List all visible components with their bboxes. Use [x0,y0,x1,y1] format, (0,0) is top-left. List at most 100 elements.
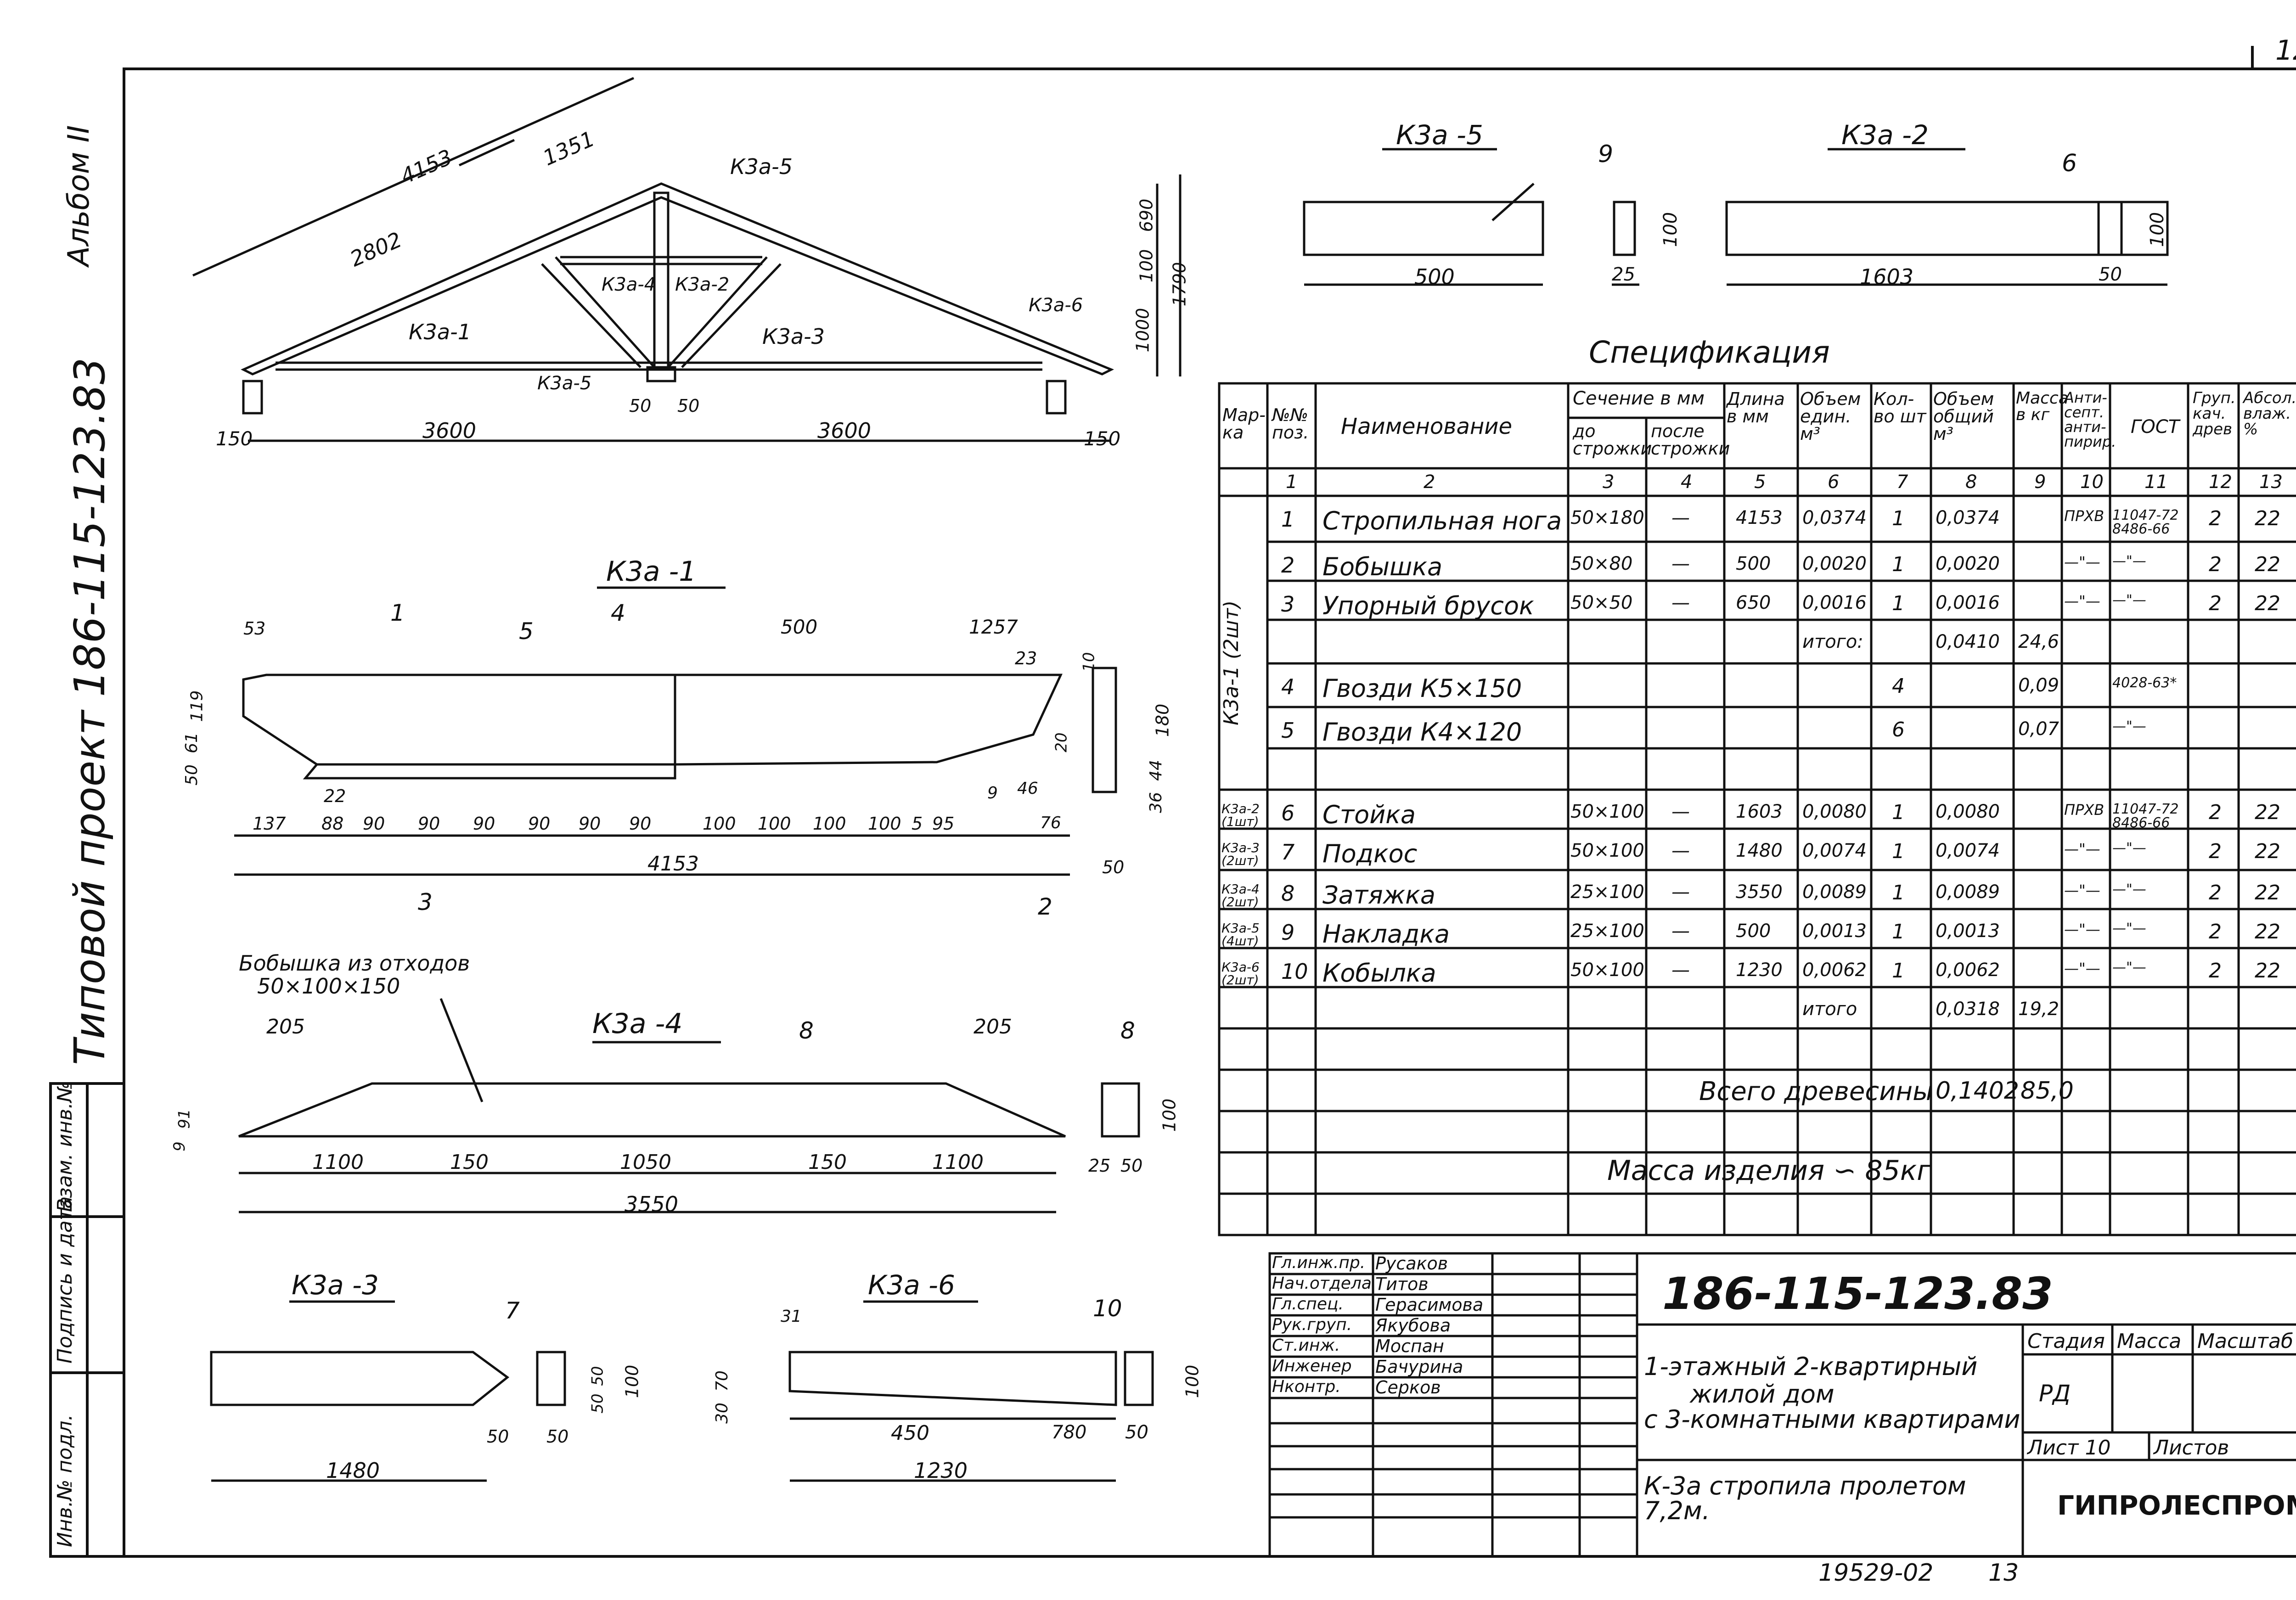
spec-cell-name: Подкос [1322,839,1418,868]
k3a1-dim: 100 [868,814,901,834]
k3a1-dim: 22 [324,786,346,806]
k3a1-dim: 10 [1080,652,1098,672]
k3a1-dim: 119 [187,690,207,722]
truss-label: К3а-5 [537,373,592,394]
truss-dim: 100 [1136,249,1157,283]
k3a6-dim: 1230 [914,1458,968,1483]
spec-cell-after: — [1671,840,1690,861]
spec-cell-name: Гвозди К4×120 [1322,718,1522,747]
k3a1-dim: 9 [987,784,998,803]
spec-cell-len: 1480 [1736,840,1783,861]
spec-head-gost: ГОСТ [2131,416,2180,438]
k3a4-dim: 1100 [312,1151,364,1174]
spec-head-marka: Мар-ка [1222,405,1266,443]
scale-label: Масштаб [2197,1330,2294,1353]
part-k3a2 [1725,148,2169,286]
spec-cell-pos: 2 [1281,553,1295,578]
spec-cell-marka: К3а-6 (2шт) [1221,960,1260,988]
spec-cell-vu: итого [1802,999,1857,1020]
k3a1-pos: 3 [418,889,433,915]
spec-cell-after: — [1671,801,1690,822]
footer-page: 13 [1988,1559,2019,1587]
org-name: ГИПРОЛЕСПРОМ [2057,1490,2296,1521]
k3a3-title: К3а -3 [292,1269,379,1301]
spec-cell-before: 50×180 [1570,507,1644,528]
k3a1-dim: 46 [1017,779,1038,798]
k3a1-dim: 90 [629,814,652,834]
k3a1-dim: 5 [912,814,923,834]
project-label: Типовой проект 186-115-123.83 [65,357,114,1065]
spec-cell-pos: 4 [1281,674,1295,699]
k3a1-dim: 95 [932,814,955,834]
spec-column-number: 13 [2259,472,2283,493]
k3a6-dim: 30 [712,1403,732,1424]
inventory-cell-3: Взам. инв.№ [53,1081,77,1212]
spec-cell-name: Стропильная нога [1322,506,1562,535]
spec-cell-marka: К3а-2 (1шт) [1221,801,1260,829]
spec-cell-len: 650 [1736,592,1771,613]
truss-dim: 1790 [1169,262,1190,307]
total-wood-label: Всего древесины [1699,1077,1933,1106]
spec-cell-vt: 0,0074 [1936,840,2000,861]
spec-cell-moist: 22 [2255,507,2280,530]
k3a4-dim: 150 [808,1151,847,1174]
spec-cell-qty: 1 [1892,881,1905,904]
k3a1-dim: 100 [703,814,736,834]
spec-column-number: 12 [2209,472,2232,493]
spec-cell-moist: 22 [2255,553,2280,576]
k3a1-dim: 76 [1040,814,1061,832]
part-k3a3 [210,1300,566,1482]
k3a4-dim: 150 [450,1151,489,1174]
k3a1-dim: 90 [473,814,495,834]
k3a1-pos: 4 [611,600,625,626]
sheet-frame [123,67,2296,1558]
spec-cell-name: Гвозди К5×150 [1322,674,1522,703]
stamp-name: Герасимова [1375,1295,1484,1315]
spec-cell-gost: —"— [2112,881,2146,898]
k3a2-dim: 100 [2147,212,2168,247]
k3a1-dim: 50 [1102,857,1125,877]
truss-dim: 1000 [1132,308,1153,353]
spec-cell-mass: 19,2 [2018,999,2060,1020]
spec-head-grade: Груп. кач. древ [2193,389,2236,438]
spec-cell-pos: 6 [1281,801,1295,825]
k3a5-dim: 500 [1414,264,1455,289]
k3a4-dim: 100 [1159,1098,1180,1132]
k3a1-pos: 2 [1038,893,1052,920]
truss-label: К3а-4 [602,274,656,295]
spec-cell-name: Кобылка [1322,959,1436,988]
spec-cell-vt: 0,0089 [1936,881,2000,903]
truss-dim: 150 [216,427,253,450]
spec-cell-qty: 1 [1892,959,1905,982]
k3a6-pos: 10 [1093,1295,1122,1322]
spec-cell-gost: —"— [2112,840,2146,856]
title-line-2: жилой дом [1690,1380,1835,1409]
doc-code: 186-115-123.83 [1662,1268,2053,1319]
spec-cell-name: Стойка [1322,800,1416,829]
spec-head-mass: Масса в кг [2016,389,2069,424]
k3a1-pos: 1 [390,600,405,626]
spec-cell-pos: 7 [1281,840,1295,865]
mass-label: Масса [2117,1330,2182,1353]
spec-column-number: 9 [2034,472,2046,493]
spec-cell-gost: 11047-72 8486-66 [2112,801,2179,831]
spec-grid [1218,382,2296,1236]
k3a1-dim: 100 [758,814,791,834]
spec-cell-gost: 11047-72 8486-66 [2112,507,2179,537]
spec-head-after: после строжки [1651,421,1730,459]
k3a1-dim: 53 [243,618,266,639]
spec-cell-vu: 0,0374 [1802,507,1867,528]
page-number: 12 [2275,34,2296,67]
spec-cell-qty: 6 [1892,718,1905,741]
k3a1-dim: 50 [182,764,201,786]
spec-cell-anti: —"— [2064,960,2100,977]
spec-cell-moist: 22 [2255,881,2280,904]
spec-title: Спецификация [1589,335,1830,370]
k3a1-dim: 90 [363,814,385,834]
k3a1-dim: 100 [813,814,846,834]
spec-cell-anti: ПРХВ [2064,507,2105,525]
spec-group-marka: К3а-1 (2шт) [1220,600,1243,725]
k3a4-dim: 1050 [620,1151,671,1174]
spec-column-number: 3 [1603,472,1615,493]
part-k3a1 [234,586,1117,876]
